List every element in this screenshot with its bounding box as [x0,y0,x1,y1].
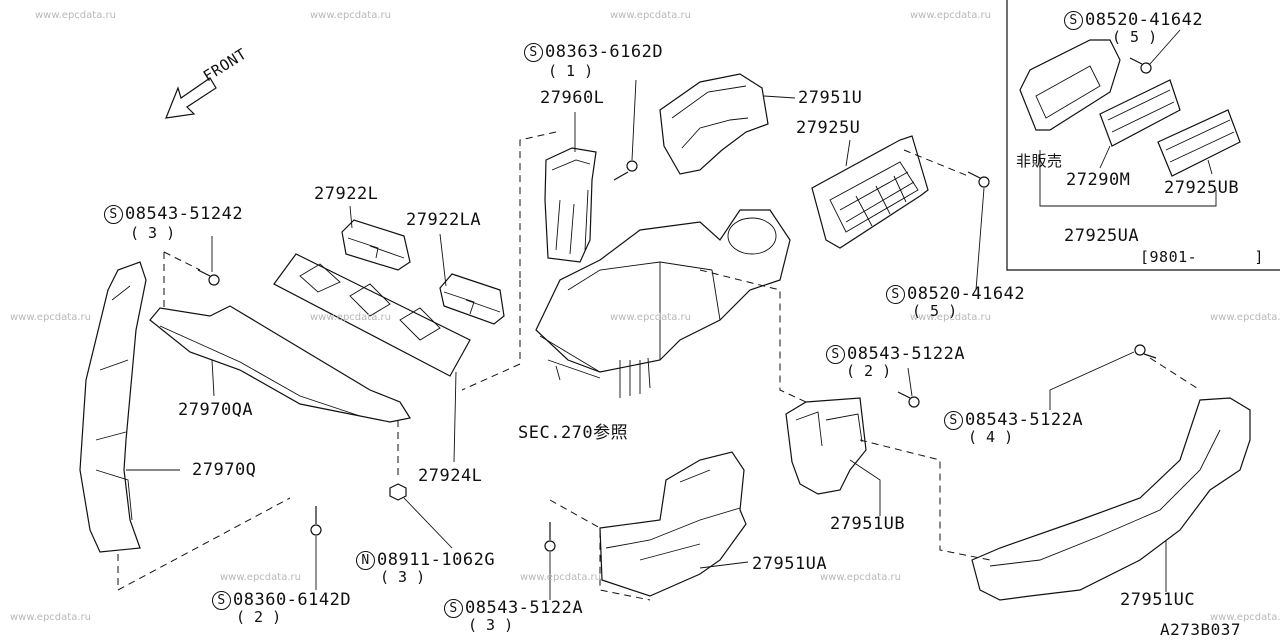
screw-icon [967,171,990,188]
qty-label: ( 5 ) [912,302,958,320]
grille-27925U-drawing [811,135,929,249]
watermark: www.epcdata.ru [820,572,901,583]
duct-27951U-drawing [659,73,769,175]
screw-symbol: S [212,590,231,610]
heater-unit-drawing [535,209,791,398]
screw-icon [1129,57,1152,74]
nut-symbol: N [356,550,375,570]
part-label-27951U: 27951U [798,88,863,108]
leader-lines [126,29,1217,600]
screw-icon [897,391,920,408]
figure-code: A273B037 [1160,620,1242,639]
part-label-27924L: 27924L [418,466,483,486]
inset-grille-27925UB-drawing [1157,109,1241,177]
qty-label: ( 5 ) [1112,28,1158,46]
part-label-27925U: 27925U [796,118,861,138]
watermark: www.epcdata.ru [310,10,391,21]
vent-27922LA-drawing [439,273,505,325]
screw-symbol: S [444,598,463,618]
front-arrow-icon [165,77,217,119]
duct-27970Q-drawing [79,261,147,553]
inset-duct-drawing [1019,39,1121,131]
duct-27970QA-drawing [149,305,411,423]
screw-icon [1134,344,1157,359]
watermark: www.epcdata.ru [520,572,601,583]
part-label-27951UB: 27951UB [830,514,906,534]
duct-27951UB-drawing [785,397,867,495]
watermark: www.epcdata.ru [610,312,691,323]
nut-icon [389,483,407,501]
watermark: www.epcdata.ru [1210,612,1280,623]
duct-27960L-drawing [544,147,597,263]
part-label-27970Q: 27970Q [192,460,257,480]
screw-symbol: S [104,204,123,224]
inset-frame [1006,0,1280,271]
part-label-27922LA: 27922LA [406,210,482,230]
watermark: www.epcdata.ru [310,312,391,323]
screw-symbol: S [524,42,543,62]
watermark: www.epcdata.ru [35,10,116,21]
part-label-27951UC: 27951UC [1120,590,1196,610]
watermark: www.epcdata.ru [610,10,691,21]
screw-symbol: S [1064,10,1083,30]
screw-icon [310,506,322,536]
duct-27951UC-drawing [971,397,1251,601]
qty-label: ( 2 ) [846,362,892,380]
section-reference-label: SEC.270参照 [518,423,629,443]
part-label-27960L: 27960L [540,88,605,108]
inset-grille-27290M-drawing [1099,79,1181,147]
not-for-sale-label: 非販売 [1016,152,1063,170]
qty-label: ( 3 ) [468,616,514,634]
watermark: www.epcdata.ru [10,312,91,323]
part-label-27925UA: 27925UA [1064,226,1140,246]
vent-27922L-drawing [341,219,411,271]
screw-symbol: S [944,410,963,430]
qty-label: ( 3 ) [380,568,426,586]
qty-label: ( 3 ) [130,224,176,242]
date-range-label: [9801- ] [1140,248,1264,266]
watermark: www.epcdata.ru [10,612,91,623]
screw-icon [613,160,638,181]
bracket-27924L-drawing [273,253,471,377]
part-label-27951UA: 27951UA [752,554,828,574]
screw-symbol: S [826,344,845,364]
duct-27951UA-drawing [599,451,747,597]
screw-icon [544,522,556,552]
qty-label: ( 4 ) [968,428,1014,446]
qty-label: ( 1 ) [548,62,594,80]
qty-label: ( 2 ) [236,608,282,626]
watermark: www.epcdata.ru [910,312,991,323]
watermark: www.epcdata.ru [1210,312,1280,323]
part-label-27290M: 27290M [1066,170,1131,190]
watermark: www.epcdata.ru [910,10,991,21]
part-label-27925UB: 27925UB [1164,178,1240,198]
watermark: www.epcdata.ru [220,572,301,583]
part-label-27970QA: 27970QA [178,400,254,420]
dashed-reference-lines [117,131,1201,601]
screw-symbol: S [886,284,905,304]
screw-icon [197,269,220,286]
part-label-27922L: 27922L [314,184,379,204]
